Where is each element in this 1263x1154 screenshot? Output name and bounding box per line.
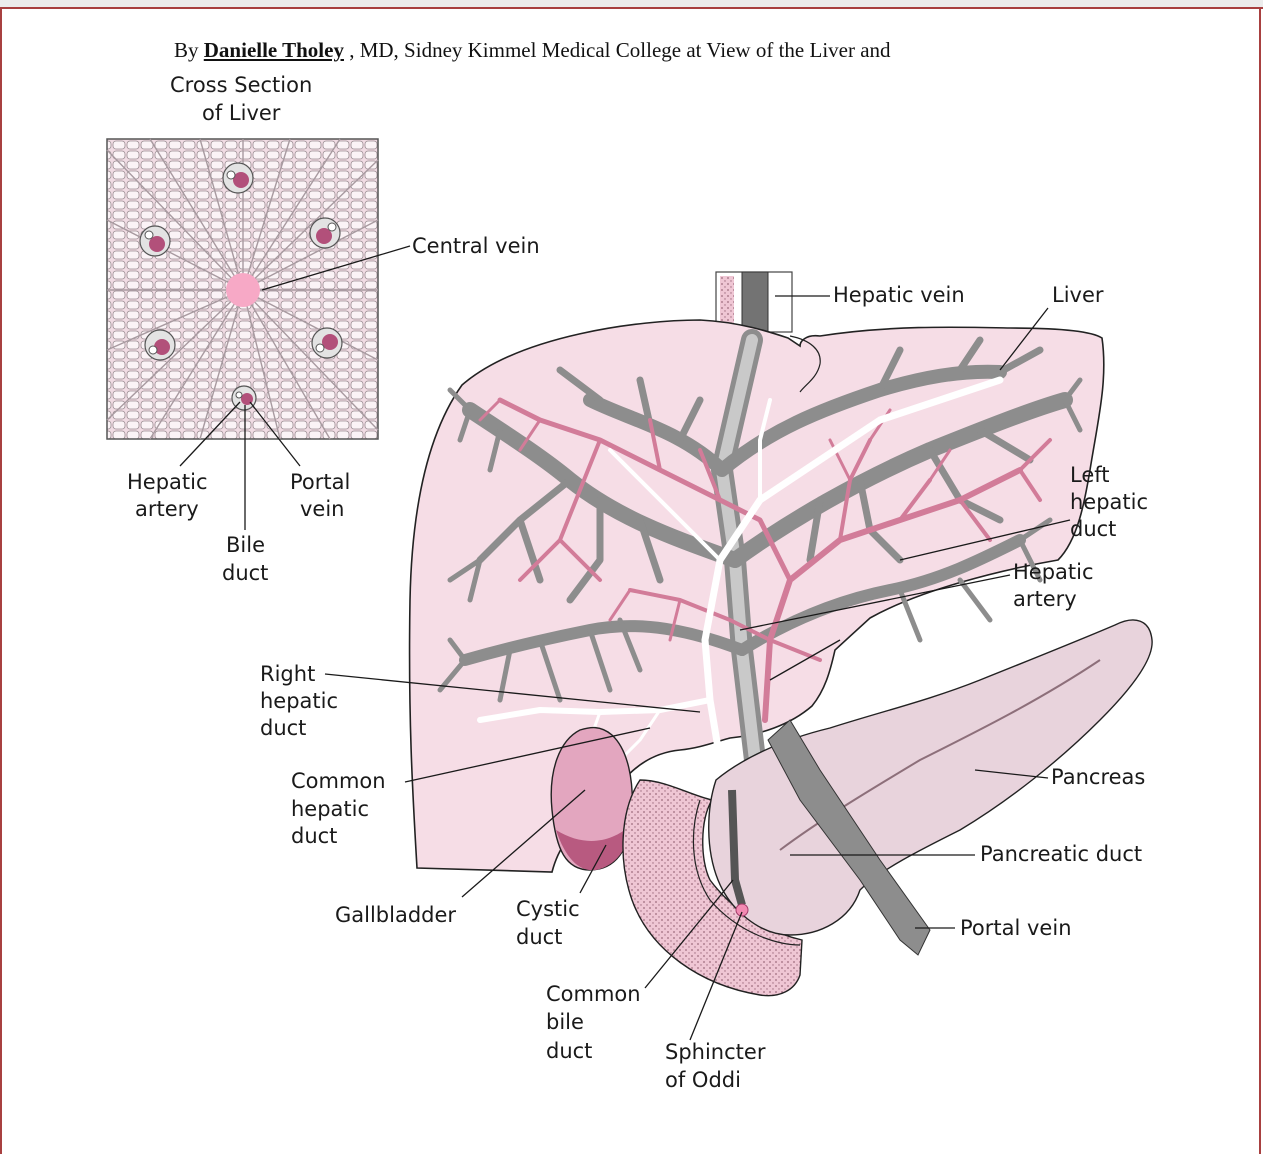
- sphincter-label-2: of Oddi: [665, 1068, 741, 1092]
- inset-bile-duct-label-2: duct: [222, 561, 268, 585]
- common-hepatic-duct-label-1: Common: [291, 769, 386, 793]
- right-hepatic-duct-label-1: Right: [260, 662, 315, 686]
- central-vein-shape: [226, 273, 260, 307]
- hepatic-vein-label: Hepatic vein: [833, 283, 965, 307]
- left-hepatic-duct-label-1: Left: [1070, 463, 1110, 487]
- common-bile-duct-label-3: duct: [546, 1039, 592, 1063]
- common-bile-duct-label-2: bile: [546, 1010, 584, 1034]
- right-hepatic-duct-label-2: hepatic: [260, 689, 338, 713]
- portal-vein-label: Portal vein: [960, 916, 1072, 940]
- hepatic-artery-label-1: Hepatic: [1013, 560, 1094, 584]
- inset-hepatic-artery-label-1: Hepatic: [127, 470, 208, 494]
- pancreas-label: Pancreas: [1051, 765, 1145, 789]
- inset-bile-duct-label-1: Bile: [226, 533, 265, 557]
- central-vein-label: Central vein: [412, 234, 540, 258]
- pancreatic-duct-label: Pancreatic duct: [980, 842, 1142, 866]
- cystic-duct-label-2: duct: [516, 925, 562, 949]
- right-hepatic-duct-label-3: duct: [260, 716, 306, 740]
- inset-portal-vein-label-2: vein: [300, 497, 345, 521]
- inset-portal-vein-label-1: Portal: [290, 470, 350, 494]
- inset-hepatic-artery-label-2: artery: [135, 497, 199, 521]
- inset-title-line1: Cross Section: [170, 73, 312, 97]
- common-hepatic-duct-label-3: duct: [291, 824, 337, 848]
- sphincter-of-oddi: [736, 904, 748, 916]
- cystic-duct-label-1: Cystic: [516, 897, 580, 921]
- inset-title-line2: of Liver: [202, 101, 281, 125]
- common-hepatic-duct-label-2: hepatic: [291, 797, 369, 821]
- left-hepatic-duct-label-2: hepatic: [1070, 490, 1148, 514]
- gallbladder: [551, 728, 632, 871]
- sphincter-label-1: Sphincter: [665, 1040, 766, 1064]
- left-hepatic-duct-label-3: duct: [1070, 517, 1116, 541]
- liver-label: Liver: [1052, 283, 1104, 307]
- gallbladder-label: Gallbladder: [335, 903, 456, 927]
- common-bile-duct-label-1: Common: [546, 982, 641, 1006]
- hepatic-artery-label-2: artery: [1013, 587, 1077, 611]
